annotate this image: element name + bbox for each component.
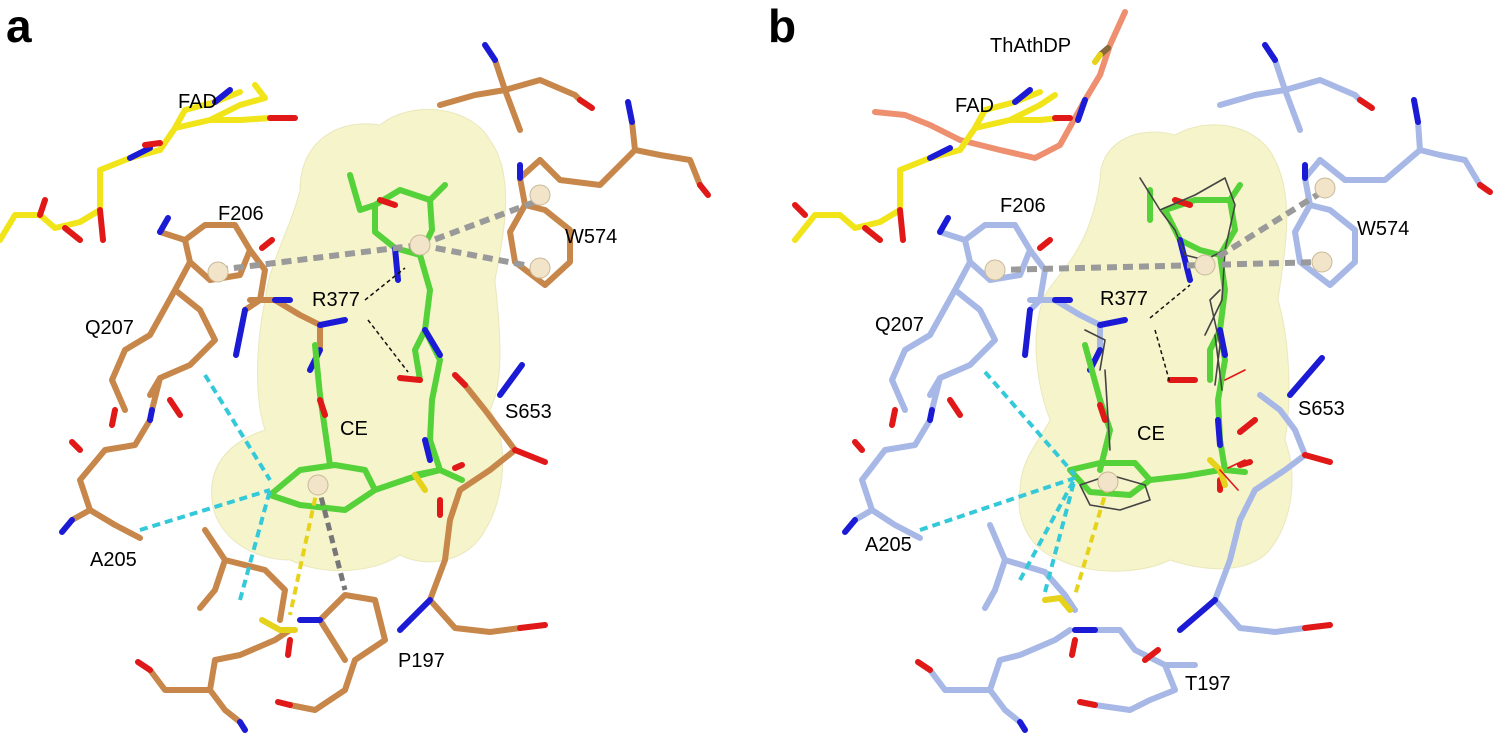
residue-w574-b bbox=[1292, 97, 1493, 288]
residue-s653-a bbox=[397, 362, 548, 635]
centroids-a bbox=[207, 184, 551, 496]
residue-f206-a bbox=[59, 215, 275, 541]
fad-molecule-b bbox=[792, 87, 1073, 243]
label-s653-a: S653 bbox=[505, 401, 552, 423]
residue-t197-b bbox=[915, 522, 1198, 733]
interactions-a bbox=[139, 197, 542, 616]
panel-a: a FAD F206 W574 R377 Q207 CE S653 A205 P… bbox=[0, 0, 711, 733]
label-q207-a: Q207 bbox=[85, 317, 134, 339]
label-a205-b: A205 bbox=[865, 534, 912, 556]
label-w574-a: W574 bbox=[565, 226, 617, 248]
label-r377-a: R377 bbox=[312, 289, 360, 311]
label-a205-a: A205 bbox=[90, 549, 137, 571]
residue-s653-b bbox=[1177, 355, 1333, 635]
label-t197-b: T197 bbox=[1185, 673, 1231, 695]
label-q207-b: Q207 bbox=[875, 314, 924, 336]
label-ce-b: CE bbox=[1137, 423, 1165, 445]
fad-molecule-a bbox=[0, 82, 298, 243]
ligand-a bbox=[267, 172, 465, 518]
residue-p197-a bbox=[135, 527, 388, 733]
residue-top-b bbox=[1217, 42, 1375, 133]
interactions-b bbox=[919, 187, 1327, 596]
label-w574-b: W574 bbox=[1357, 218, 1409, 240]
panel-letter-b: b bbox=[768, 0, 796, 52]
label-p197-a: P197 bbox=[398, 650, 445, 672]
thathdp-molecule-b bbox=[872, 9, 1128, 161]
label-fad-a: FAD bbox=[178, 91, 217, 113]
residue-w574-a bbox=[507, 99, 711, 288]
ligand-b bbox=[1067, 182, 1253, 498]
panel-b: b ThAthDP FAD F206 W574 R377 Q207 CE S65… bbox=[768, 0, 1493, 733]
label-fad-b: FAD bbox=[955, 95, 994, 117]
label-r377-b: R377 bbox=[1100, 288, 1148, 310]
residue-top-a bbox=[437, 42, 595, 133]
label-f206-b: F206 bbox=[1000, 195, 1046, 217]
residue-f206-b bbox=[842, 215, 1053, 541]
label-thathdp-b: ThAthDP bbox=[990, 35, 1071, 57]
centroids-b bbox=[984, 177, 1336, 493]
label-f206-a: F206 bbox=[218, 203, 264, 225]
label-ce-a: CE bbox=[340, 418, 368, 440]
label-s653-b: S653 bbox=[1298, 398, 1345, 420]
panel-letter-a: a bbox=[6, 0, 32, 52]
